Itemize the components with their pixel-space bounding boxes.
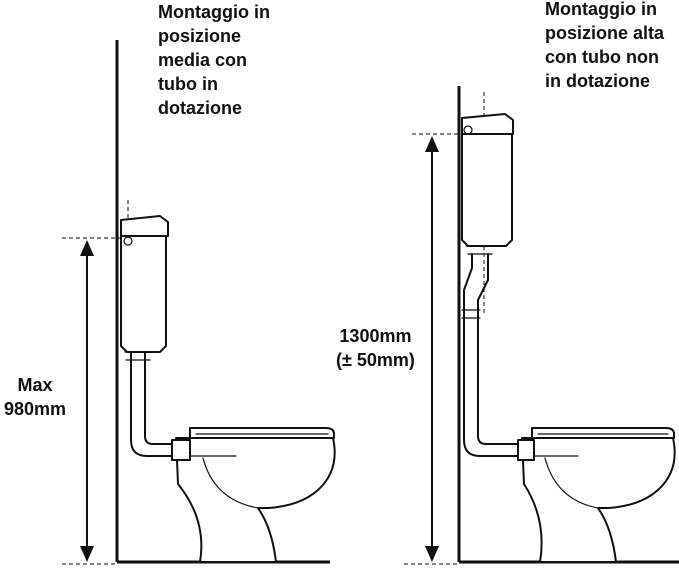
left-flush-pipe xyxy=(124,351,177,457)
dimension-line: (± 50mm) xyxy=(336,350,415,370)
caption-high-position: Montaggio in posizione alta con tubo non… xyxy=(545,0,664,93)
right-flush-pipe xyxy=(461,245,523,457)
dimension-line: Max xyxy=(17,375,53,395)
caption-line: posizione alta xyxy=(545,23,665,43)
dimension-label-max-height: Max 980mm xyxy=(4,373,66,421)
right-dimension-arrow xyxy=(425,136,439,562)
caption-line: media con xyxy=(158,50,248,70)
right-cistern xyxy=(461,113,514,247)
caption-medium-position: Montaggio in posizione media con tubo in… xyxy=(158,0,270,120)
dimension-label-high-height: 1300mm (± 50mm) xyxy=(336,324,415,372)
dimension-line: 1300mm xyxy=(339,326,412,346)
left-cistern xyxy=(120,215,169,353)
right-toilet xyxy=(517,427,676,563)
left-dimension-arrow xyxy=(80,240,94,562)
caption-line: Montaggio in xyxy=(158,2,270,22)
caption-line: dotazione xyxy=(158,98,242,118)
caption-line: tubo in xyxy=(158,74,218,94)
dimension-line: 980mm xyxy=(4,399,67,419)
left-installation xyxy=(62,40,336,565)
caption-line: con tubo non xyxy=(545,47,659,67)
left-toilet xyxy=(171,427,336,563)
caption-line: Montaggio in xyxy=(545,0,657,19)
caption-line: in dotazione xyxy=(545,71,650,91)
right-installation xyxy=(404,86,679,565)
caption-line: posizione xyxy=(158,26,242,46)
